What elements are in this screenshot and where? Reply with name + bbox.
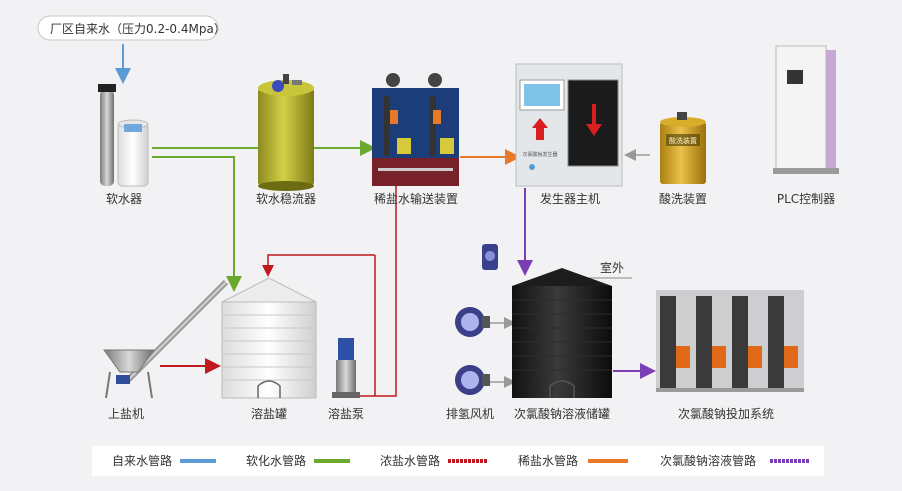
plc-cabinet-icon <box>773 45 839 174</box>
source-note: 厂区自来水（压力0.2-0.4Mpa） <box>37 15 226 41</box>
legend-label: 自来水管路 <box>112 453 172 468</box>
acid-wash-label: 酸洗装置 <box>659 191 707 206</box>
soft-water-pipe-to-salt-tank <box>152 156 242 292</box>
salt-pump-label: 溶盐泵 <box>328 406 364 421</box>
hydrogen-fan-upper-icon <box>455 307 490 337</box>
outdoor-label: 室外 <box>600 260 624 275</box>
legend-item-brine: 浓盐水管路 <box>380 453 488 468</box>
generator-label: 发生器主机 <box>540 191 600 206</box>
hypochlorite-dosing-system-icon <box>656 290 804 392</box>
legend-label: 软化水管路 <box>246 453 306 468</box>
storage-tank-label: 次氯酸钠溶液储罐 <box>514 406 610 421</box>
hydrogen-fan-top-icon <box>482 244 498 270</box>
brine-pump-outlet-pipe <box>360 161 402 397</box>
salt-pump-icon <box>332 338 360 398</box>
legend: 自来水管路 软化水管路 浓盐水管路 稀盐水管路 次氯酸钠溶液管路 <box>92 446 824 476</box>
generator-main-icon: 次氯酸钠发生器 <box>515 63 623 187</box>
source-note-text: 厂区自来水（压力0.2-0.4Mpa） <box>50 22 226 36</box>
salt-dissolving-tank-icon <box>221 277 317 399</box>
hydrogen-fan-lower-icon <box>455 365 490 395</box>
stabilizer-label: 软水稳流器 <box>256 191 316 206</box>
legend-item-tap-water: 自来水管路 <box>112 453 216 468</box>
brine-return-pipe <box>262 254 375 277</box>
salt-loader-label: 上盐机 <box>108 407 144 421</box>
legend-label: 浓盐水管路 <box>380 453 440 468</box>
acid-tank-text: 酸洗装置 <box>669 136 697 145</box>
legend-label: 次氯酸钠溶液管路 <box>660 453 756 468</box>
plc-label: PLC控制器 <box>777 192 835 206</box>
salt-tank-label: 溶盐罐 <box>251 406 287 421</box>
legend-item-hypochlorite: 次氯酸钠溶液管路 <box>660 453 810 468</box>
acid-wash-tank-icon: 酸洗装置 <box>660 112 706 184</box>
h2-fan-label: 排氢风机 <box>446 406 494 421</box>
dosing-system-label: 次氯酸钠投加系统 <box>678 406 774 421</box>
legend-item-dilute-brine: 稀盐水管路 <box>518 453 628 468</box>
dilute-brine-unit-icon <box>372 73 459 186</box>
salt-loader-icon <box>103 279 229 399</box>
dilute-brine-unit-label: 稀盐水输送装置 <box>374 191 458 206</box>
legend-item-soft-water: 软化水管路 <box>246 453 350 468</box>
generator-panel-text: 次氯酸钠发生器 <box>522 151 557 158</box>
legend-label: 稀盐水管路 <box>518 453 578 468</box>
softener-icon <box>98 84 149 187</box>
hypochlorite-storage-tank-icon <box>512 268 612 398</box>
softener-label: 软水器 <box>106 192 142 206</box>
soft-water-stabilizer-icon <box>258 74 314 191</box>
